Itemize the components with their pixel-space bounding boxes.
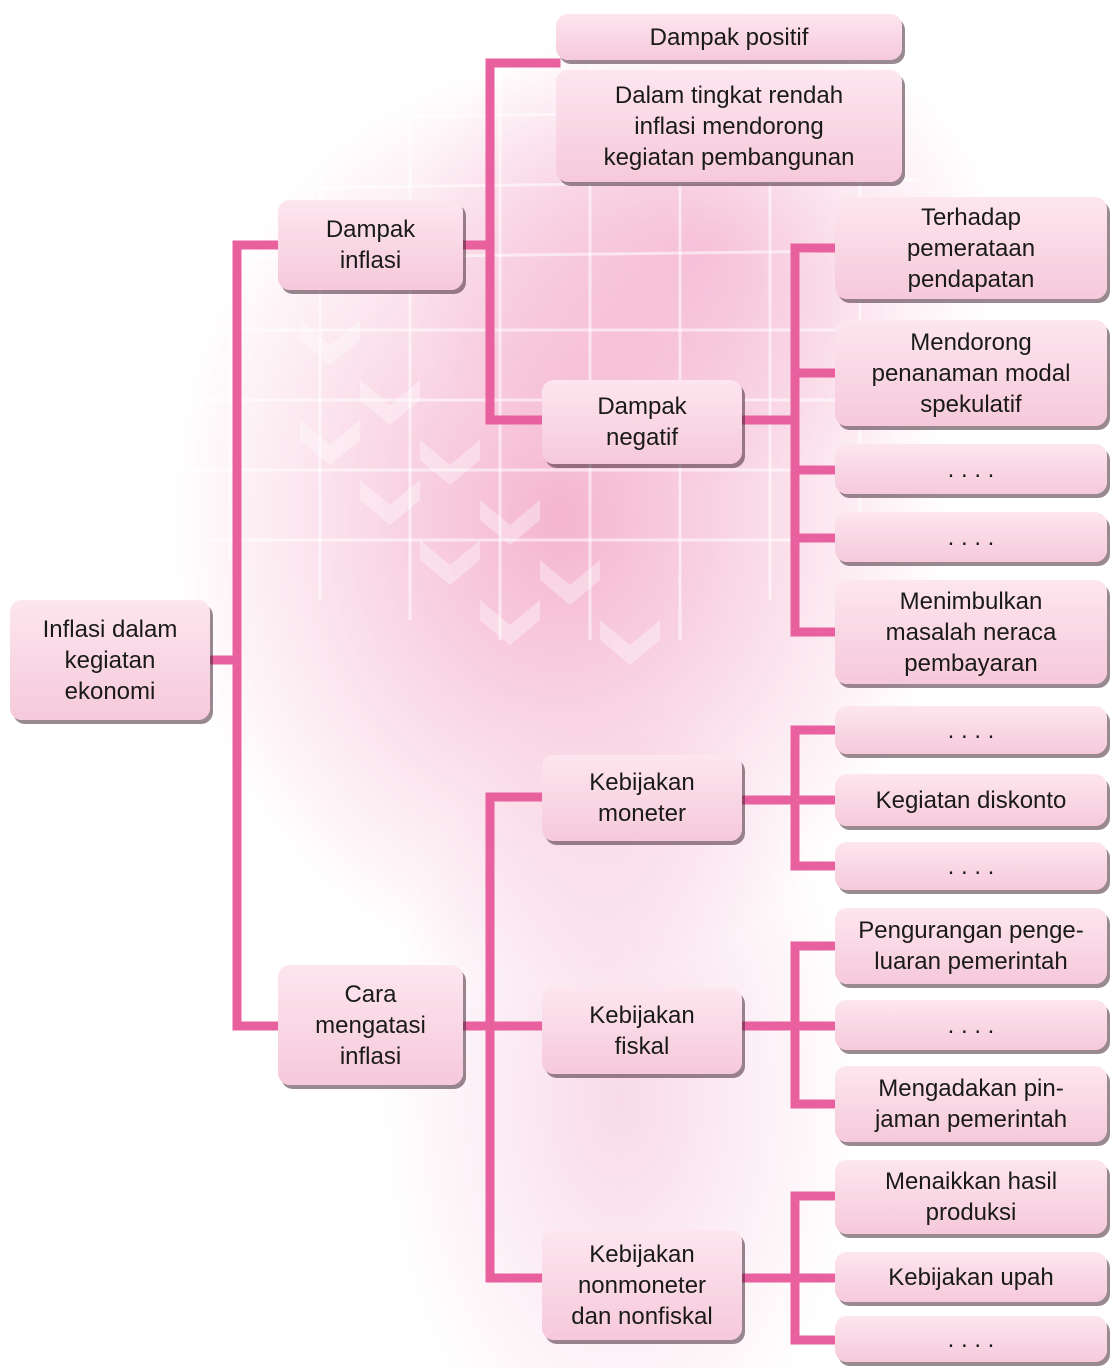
node-nonmoneter-item-3: . . . . xyxy=(835,1316,1107,1362)
node-fiskal-item-3: Mengadakan pin- jaman pemerintah xyxy=(835,1066,1107,1142)
node-moneter-item-3: . . . . xyxy=(835,842,1107,890)
node-fiskal-item-1: Pengurangan penge- luaran pemerintah xyxy=(835,908,1107,984)
node-negatif-item-1: Terhadap pemerataan pendapatan xyxy=(835,197,1107,299)
node-negatif-item-5: Menimbulkan masalah neraca pembayaran xyxy=(835,580,1107,684)
node-negatif-item-2: Mendorong penanaman modal spekulatif xyxy=(835,320,1107,426)
connector-negatif xyxy=(739,243,840,637)
node-nonmoneter-item-2: Kebijakan upah xyxy=(835,1252,1107,1302)
node-moneter-item-1: . . . . xyxy=(835,706,1107,754)
node-dampak-inflasi: Dampak inflasi xyxy=(278,200,463,290)
node-cara-mengatasi-inflasi: Cara mengatasi inflasi xyxy=(278,965,463,1085)
node-negatif-item-4: . . . . xyxy=(835,512,1107,562)
node-positif-item: Dalam tingkat rendah inflasi mendorong k… xyxy=(556,70,902,182)
node-root: Inflasi dalam kegiatan ekonomi xyxy=(10,600,210,720)
node-nonmoneter-item-1: Menaikkan hasil produksi xyxy=(835,1160,1107,1234)
node-negatif-item-3: . . . . xyxy=(835,444,1107,494)
node-dampak-positif: Dampak positif xyxy=(556,14,902,60)
node-dampak-negatif: Dampak negatif xyxy=(542,380,742,464)
node-kebijakan-fiskal: Kebijakan fiskal xyxy=(542,988,742,1074)
connector-fiskal xyxy=(739,941,840,1109)
node-fiskal-item-2: . . . . xyxy=(835,1000,1107,1050)
connector-root xyxy=(205,240,283,1031)
connector-cara xyxy=(458,792,547,1283)
node-moneter-item-2: Kegiatan diskonto xyxy=(835,774,1107,826)
node-kebijakan-moneter: Kebijakan moneter xyxy=(542,755,742,841)
connector-moneter xyxy=(739,725,840,871)
node-kebijakan-nonmoneter: Kebijakan nonmoneter dan nonfiskal xyxy=(542,1230,742,1340)
connector-dampak xyxy=(458,58,561,425)
connector-nonmoneter xyxy=(739,1191,840,1345)
